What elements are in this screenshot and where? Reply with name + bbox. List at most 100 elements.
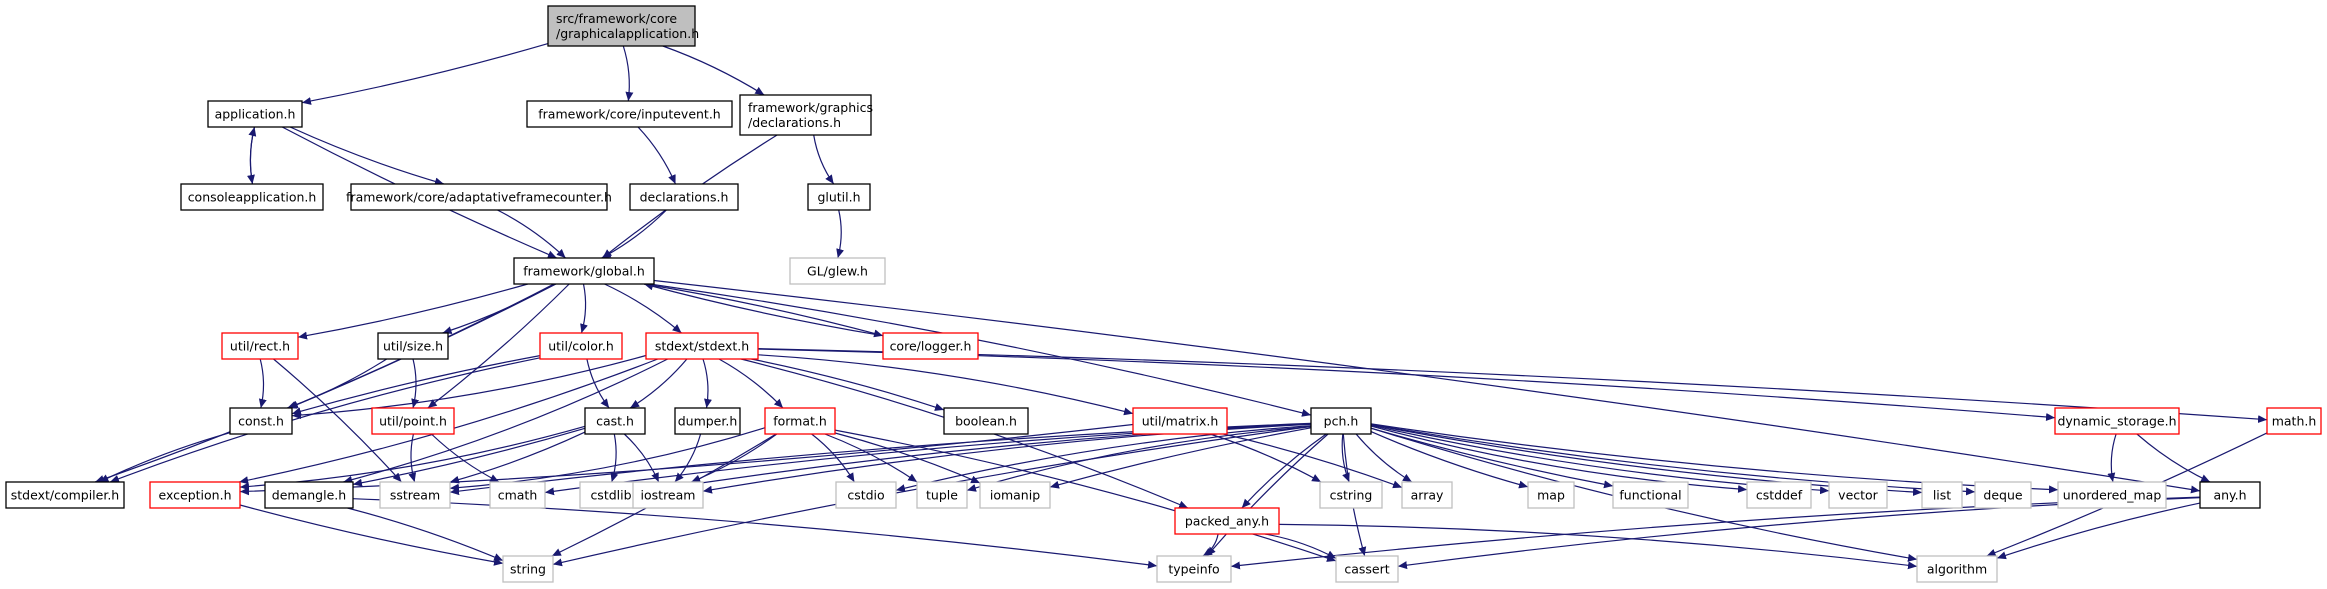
node-cstddef-label-0: cstddef (1756, 488, 1803, 503)
node-list: list (1921, 481, 1963, 509)
node-math[interactable]: math.h (2266, 407, 2322, 435)
node-declarations-label-0: declarations.h (640, 190, 729, 205)
node-iostream-label-0: iostream (641, 488, 696, 503)
edge-matrix-to-exception (239, 423, 1134, 496)
node-point[interactable]: util/point.h (371, 407, 455, 435)
edge-stdext-to-boolean (751, 358, 945, 411)
node-inputevent-label-0: framework/core/inputevent.h (538, 107, 720, 122)
edge-pch-to-map (1370, 431, 1529, 489)
edge-adaptive-to-global (497, 209, 567, 259)
node-cast[interactable]: cast.h (584, 407, 646, 435)
edge-point-to-cmath (430, 433, 500, 483)
node-math-label-0: math.h (2272, 414, 2317, 429)
node-matrix[interactable]: util/matrix.h (1132, 407, 1228, 435)
node-stdext[interactable]: stdext/stdext.h (645, 332, 759, 360)
node-cmath: cmath (489, 481, 546, 509)
edge-global-to-rect (297, 283, 528, 340)
node-format[interactable]: format.h (764, 407, 836, 435)
node-deque: deque (1974, 481, 2032, 509)
node-cstdio-label-0: cstdio (847, 488, 884, 503)
edge-stdext-to-const (291, 354, 647, 420)
node-boolean[interactable]: boolean.h (943, 407, 1029, 435)
node-color[interactable]: util/color.h (539, 332, 623, 360)
node-array-label-0: array (1411, 488, 1444, 503)
node-inputevent[interactable]: framework/core/inputevent.h (526, 100, 733, 128)
node-boolean-label-0: boolean.h (955, 414, 1017, 429)
node-string-label-0: string (510, 562, 546, 577)
edge-global-to-pch (649, 283, 1312, 417)
node-point-label-0: util/point.h (379, 414, 447, 429)
node-format-label-0: format.h (773, 414, 827, 429)
node-matrix-label-0: util/matrix.h (1142, 414, 1219, 429)
node-pch[interactable]: pch.h (1310, 407, 1372, 435)
node-declarations-box (629, 183, 739, 211)
node-cstddef-box (1746, 481, 1812, 509)
node-const[interactable]: const.h (229, 407, 293, 435)
node-size-label-0: util/size.h (383, 339, 443, 354)
node-glutil[interactable]: glutil.h (807, 183, 871, 211)
node-iomanip-label-0: iomanip (990, 488, 1040, 503)
edge-size-to-const (287, 358, 388, 409)
node-adaptive-label-0: framework/core/adaptativeframecounter.h (346, 190, 612, 205)
node-vector: vector (1828, 481, 1888, 509)
node-const-label-0: const.h (238, 414, 284, 429)
edge-pch-to-packed (1241, 433, 1327, 509)
node-application[interactable]: application.h (207, 100, 303, 128)
node-algorithm: algorithm (1916, 555, 1998, 583)
edge-root-to-application (301, 43, 549, 105)
node-rect-label-0: util/rect.h (230, 339, 290, 354)
node-any[interactable]: any.h (2199, 481, 2261, 509)
edge-global-to-color (580, 283, 588, 334)
node-exception[interactable]: exception.h (149, 481, 241, 509)
node-packed[interactable]: packed_any.h (1174, 507, 1280, 535)
node-dumper[interactable]: dumper.h (674, 407, 741, 435)
edges-layer (94, 43, 2268, 570)
edge-root-to-inputevent (622, 45, 634, 102)
node-consoleapp[interactable]: consoleapplication.h (180, 183, 324, 211)
node-cstddef: cstddef (1746, 481, 1812, 509)
edge-format-to-cstdio (811, 433, 855, 483)
node-adaptive[interactable]: framework/core/adaptativeframecounter.h (346, 183, 612, 211)
node-exception-label-0: exception.h (159, 488, 232, 503)
node-declarations[interactable]: declarations.h (629, 183, 739, 211)
node-demangle[interactable]: demangle.h (264, 481, 354, 509)
node-glutil-box (807, 183, 871, 211)
node-dumper-label-0: dumper.h (678, 414, 738, 429)
node-cast-label-0: cast.h (596, 414, 634, 429)
edge-any-to-algorithm (1996, 502, 2201, 560)
edge-pch-to-cstddef (1370, 425, 1748, 493)
node-dumper-box (674, 407, 741, 435)
edge-pch-to-typeinfo (1206, 433, 1329, 557)
edge-color-to-compiler (109, 357, 541, 483)
node-functional-label-0: functional (1619, 488, 1681, 503)
node-typeinfo: typeinfo (1156, 555, 1232, 583)
node-glew-label-0: GL/glew.h (807, 264, 868, 279)
node-global[interactable]: framework/global.h (513, 257, 655, 285)
nodes-layer: src/framework/core/graphicalapplication.… (5, 5, 2322, 583)
node-array-box (1401, 481, 1453, 509)
node-compiler[interactable]: stdext/compiler.h (5, 481, 125, 509)
node-global-box (513, 257, 655, 285)
node-logger-box (882, 332, 979, 360)
node-root[interactable]: src/framework/core/graphicalapplication.… (547, 5, 699, 47)
edge-global-to-any (653, 279, 2201, 494)
node-math-box (2266, 407, 2322, 435)
edge-declarations-to-global (601, 209, 667, 259)
node-dynamic[interactable]: dynamic_storage.h (2054, 407, 2180, 435)
edge-dumper-to-iostream (674, 433, 702, 483)
node-size[interactable]: util/size.h (377, 332, 449, 360)
node-rect[interactable]: util/rect.h (221, 332, 299, 360)
node-packed-label-0: packed_any.h (1185, 514, 1269, 529)
edge-stdext-to-format (718, 358, 784, 409)
node-gdeclarations[interactable]: framework/graphics/declarations.h (739, 94, 873, 136)
node-cstdio: cstdio (835, 481, 897, 509)
node-list-box (1921, 481, 1963, 509)
node-logger[interactable]: core/logger.h (882, 332, 979, 360)
node-adaptive-box (350, 183, 608, 211)
node-vector-label-0: vector (1838, 488, 1879, 503)
node-global-label-0: framework/global.h (523, 264, 645, 279)
node-inputevent-box (526, 100, 733, 128)
edge-global-to-stdext (604, 283, 682, 334)
node-application-label-0: application.h (215, 107, 296, 122)
